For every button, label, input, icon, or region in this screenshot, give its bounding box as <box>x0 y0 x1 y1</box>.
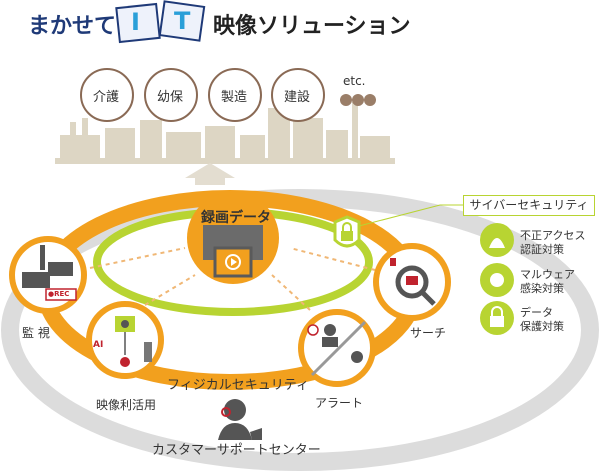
ai-badge: AI <box>93 340 104 350</box>
cyber-item-data: データ 保護対策 <box>520 306 564 334</box>
connector-line <box>358 204 463 227</box>
industry-circle[interactable] <box>208 68 262 122</box>
industry-care: 介護 <box>93 90 120 105</box>
it-logo-cards <box>115 0 206 44</box>
industry-circle[interactable] <box>144 68 198 122</box>
up-arrow-icon <box>185 163 235 185</box>
warning-icon <box>307 324 319 336</box>
cyber-item-line2: 保護対策 <box>520 320 564 333</box>
cyber-item-line1: データ <box>520 306 553 319</box>
title-card-t: T <box>174 7 191 35</box>
title-suffix: 映像ソリューション <box>213 14 411 39</box>
more-dots-icon <box>340 94 376 106</box>
monitor-node[interactable] <box>9 236 87 314</box>
search-node[interactable] <box>373 243 451 321</box>
utilization-label: 映像利活用 <box>96 398 157 412</box>
city-skyline <box>55 102 395 164</box>
title-prefix: まかせて <box>28 14 117 39</box>
industry-childcare: 幼保 <box>157 90 184 105</box>
physical-security-label: フィジカルセキュリティ <box>167 378 309 393</box>
utilization-node[interactable] <box>86 301 164 379</box>
alert-label: アラート <box>315 396 364 410</box>
person-icon <box>144 342 152 362</box>
gear-icon <box>120 357 130 367</box>
cyber-item-access: 不正アクセス 認証対策 <box>520 229 585 257</box>
title-card-i: I <box>131 8 140 36</box>
industry-etc: etc. <box>343 74 366 88</box>
recording-data-label: 録画データ <box>201 210 271 226</box>
data-flow-arrows <box>89 247 376 311</box>
cyber-item-malware: マルウェア 感染対策 <box>520 268 575 296</box>
industry-circle[interactable] <box>271 68 325 122</box>
cyber-item-line2: 感染対策 <box>520 282 564 295</box>
cyber-item-line1: マルウェア <box>520 268 575 281</box>
monitor-label: 監 視 <box>22 326 50 340</box>
cyber-item-line1: 不正アクセス <box>520 229 586 242</box>
industry-manufacturing: 製造 <box>221 90 248 105</box>
industry-construction: 建設 <box>284 90 311 105</box>
search-label: サーチ <box>410 326 447 340</box>
support-person-icon <box>218 399 262 440</box>
rec-badge: ●REC <box>48 290 70 298</box>
alert-node[interactable] <box>298 309 376 387</box>
industry-circle[interactable] <box>80 68 134 122</box>
camera-icon <box>22 272 50 288</box>
cyber-security-title: サイバーセキュリティ <box>463 195 595 216</box>
cyber-item-line2: 認証対策 <box>520 243 564 256</box>
support-center-label: カスタマーサポートセンター <box>152 443 321 458</box>
